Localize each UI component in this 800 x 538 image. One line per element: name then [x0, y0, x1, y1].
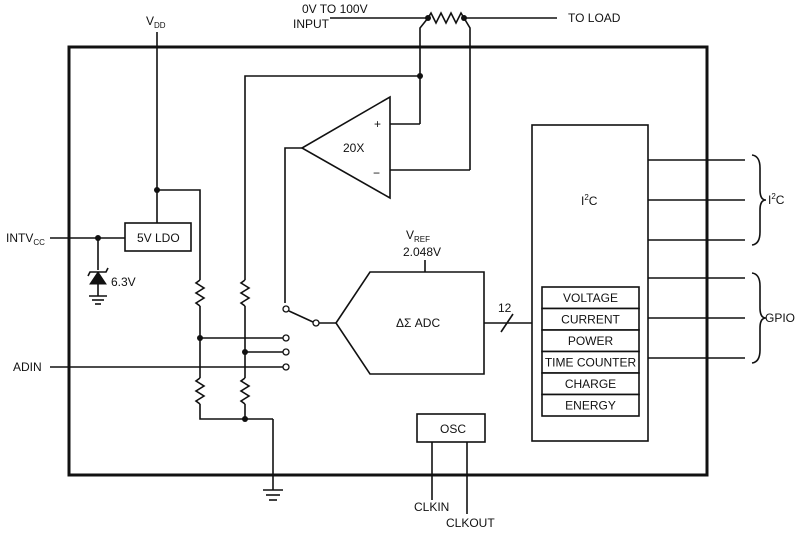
mux-contact-amp: [282, 305, 290, 313]
mux-common: [312, 319, 320, 327]
input-label-bottom: INPUT: [293, 17, 330, 31]
input-label-top: 0V TO 100V: [302, 2, 368, 16]
register-label: TIME COUNTER: [545, 356, 637, 370]
i2c-block-label: I2C: [581, 193, 598, 208]
amp-output-wire: [284, 147, 302, 303]
amplifier-minus: −: [373, 166, 380, 180]
mux-switch-arm: [288, 310, 314, 323]
input-divider-top-resistor: [239, 279, 251, 307]
register-label: CURRENT: [561, 313, 620, 327]
register-label: CHARGE: [565, 377, 616, 391]
zener-bar: [87, 267, 109, 277]
input-divider-bottom-resistor: [239, 377, 251, 405]
vdd-divider-wire: [157, 189, 201, 280]
intvcc-label: INTVCC: [6, 231, 45, 247]
vdd-label: VDD: [146, 14, 166, 30]
vref-label: VREF: [406, 228, 430, 244]
amplifier-gain: 20X: [343, 141, 364, 155]
adc-bus-slash: [500, 313, 514, 333]
vref-value: 2.048V: [403, 245, 441, 259]
i2c-side-label: I2C: [768, 192, 785, 207]
register-cell: [541, 393, 640, 417]
vdd-divider-top-resistor: [194, 279, 206, 307]
gpio-label: GPIO: [765, 311, 795, 325]
osc-block: [416, 413, 486, 443]
i2c-brace: [751, 154, 767, 246]
adin-label: ADIN: [13, 360, 42, 374]
register-label: POWER: [568, 334, 614, 348]
zener-label: 6.3V: [111, 275, 136, 289]
adc-bus-width: 12: [498, 301, 512, 315]
amplifier-plus: +: [374, 117, 381, 131]
mux-contact-adin: [282, 363, 290, 371]
adc-label: ΔΣ ADC: [396, 316, 440, 330]
ldo-label: 5V LDO: [137, 231, 180, 245]
vdd-divider-return: [199, 404, 273, 420]
clkin-label: CLKIN: [414, 500, 449, 514]
chip-outline: [67, 45, 709, 477]
clkout-label: CLKOUT: [446, 516, 495, 530]
mux-contact-vin: [282, 348, 290, 356]
sense-minus-line: [463, 17, 471, 170]
register-stack: VOLTAGE CURRENT POWER TIME COUNTER CHARGE ENE…: [541, 286, 640, 417]
register-label: ENERGY: [565, 399, 616, 413]
input-divider-wire: [244, 75, 420, 280]
sense-plus-line: [419, 17, 429, 124]
zener-diode: [89, 271, 107, 285]
amplifier: [300, 95, 391, 200]
ldo-block: [124, 222, 192, 252]
register-label: VOLTAGE: [563, 291, 618, 305]
mux-contact-vdd: [282, 334, 290, 342]
to-load-label: TO LOAD: [568, 11, 621, 25]
gpio-brace: [751, 272, 767, 364]
ground-node: [242, 416, 248, 422]
sense-resistor: [427, 11, 465, 25]
osc-label: OSC: [440, 422, 466, 436]
vdd-divider-bottom-resistor: [194, 377, 206, 405]
